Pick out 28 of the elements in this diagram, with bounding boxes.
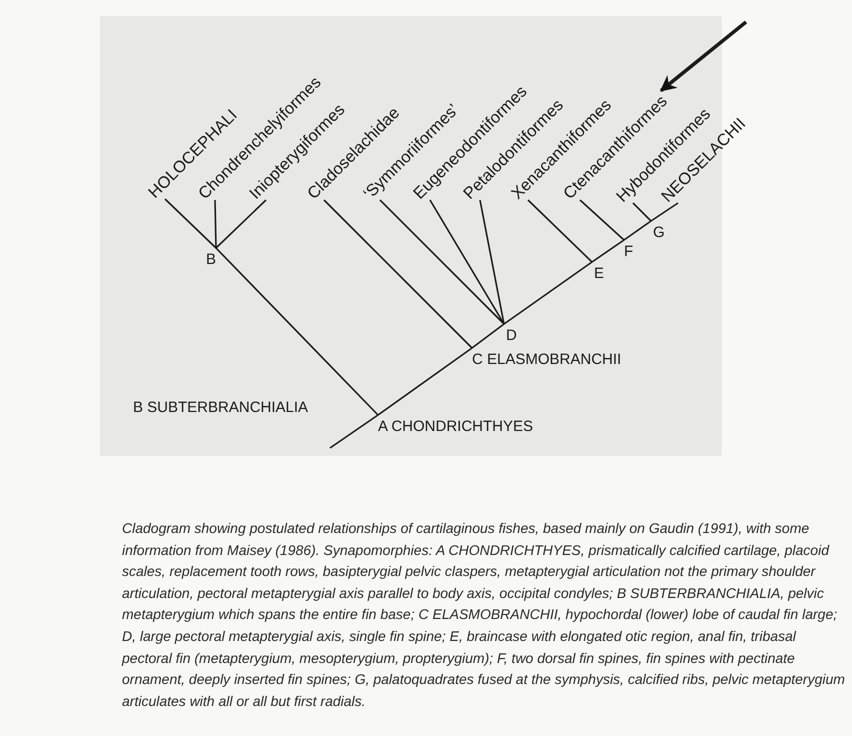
branch-line [592, 239, 624, 263]
branch-line [214, 200, 217, 248]
node-label: B [206, 248, 216, 268]
node-label: C ELASMOBRANCHII [472, 348, 622, 368]
branch-line [504, 261, 592, 325]
branch-line [579, 199, 625, 241]
node-label: E [594, 262, 604, 282]
branch-line [624, 220, 652, 241]
caption: Cladogram showing postulated relationships of cartilaginous fishes, based mainly on Gaudin (1991), with some information from Maisey (1986). Synapomorphies: A CHONDRICHTHYES, prismatically calcified cartilage, placoid scales, replacement tooth rows, basipterygial pelvic claspers, metapterygial articulation not the primary shoulder articulation, pectoral metapterygial axis parallel to body axis, occipital condyles; B SUBTERBRANCHIALIA, pelvic metapterygium which spans the entire fin base; C ELASMOBRANCHII, hypochordal (lower) lobe of caudal fin large; D, large pectoral metapterygial axis, single fin spine; E, braincase with elongated otic region, anal fin, tribasal pectoral fin (metapterygium, mesopterygium, propterygium); F, two dorsal fin spines, fin spines with pectinate ornament, deeply inserted fin spines; G, palatoquadrates fused at the symphysis, calcified ribs, pelvic metapterygium articulates with all or all but first radials. [122, 519, 846, 711]
branch-line [472, 323, 504, 349]
branch-line [323, 199, 473, 349]
branch-line [164, 198, 217, 249]
branch-line [527, 199, 593, 263]
branch-line [215, 199, 267, 249]
node-label: F [624, 240, 634, 260]
branch-line [330, 414, 378, 449]
branch-line [429, 200, 505, 324]
clade-label: B SUBTERBRANCHIALIA [133, 400, 308, 416]
branch-line [632, 202, 652, 222]
branch-line [379, 199, 505, 325]
branch-line [215, 247, 379, 416]
branch-line [378, 347, 472, 416]
node-label: A CHONDRICHTHYES [378, 415, 534, 435]
pointer-arrow [660, 20, 748, 92]
node-label: G [653, 221, 665, 241]
branch-line [650, 202, 678, 222]
node-label: D [506, 324, 517, 344]
branch-line [479, 200, 505, 324]
